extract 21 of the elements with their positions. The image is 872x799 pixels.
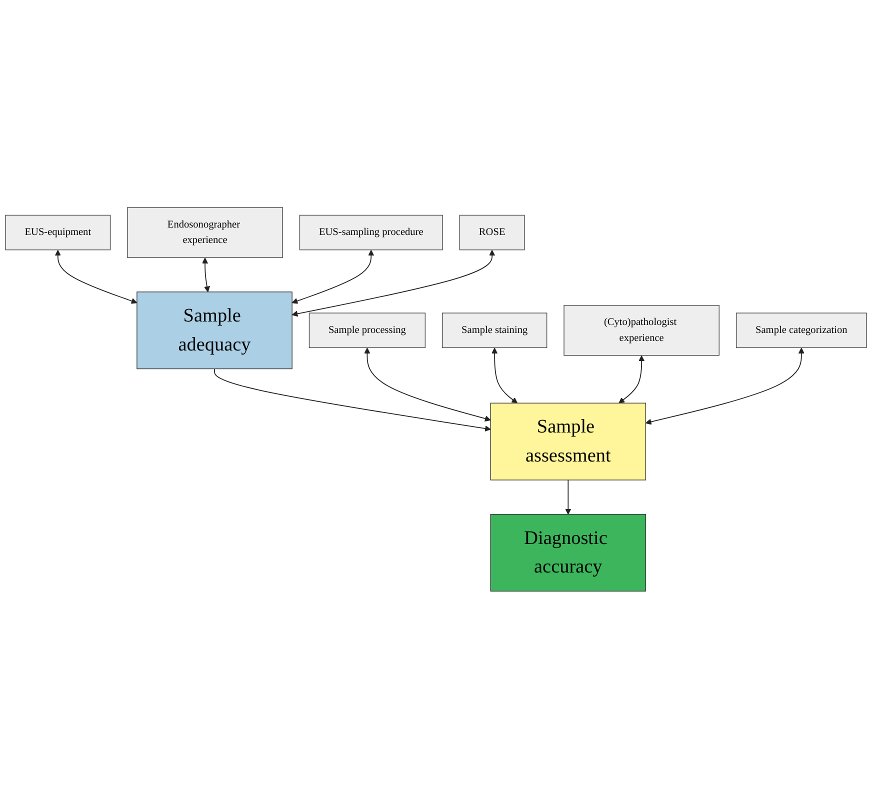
node-box: Sample adequacy xyxy=(136,292,292,370)
node-box: Diagnostic accuracy xyxy=(490,514,646,592)
arrow xyxy=(54,250,138,304)
arrow xyxy=(364,348,491,422)
node-box: Sample processing xyxy=(308,312,426,348)
node-box: ROSE xyxy=(459,215,525,250)
arrow xyxy=(202,258,210,292)
arrow xyxy=(618,356,645,404)
node-box: Endosonographer experience xyxy=(127,207,283,258)
arrow xyxy=(292,250,374,304)
arrow xyxy=(492,348,518,404)
arrow xyxy=(645,348,804,425)
node-box: Sample staining xyxy=(442,312,548,348)
arrow xyxy=(214,368,491,432)
arrow xyxy=(292,250,496,317)
node-box: Sample categorization xyxy=(736,312,867,348)
node-box: EUS-sampling procedure xyxy=(299,215,443,250)
node-box: Sample assessment xyxy=(490,402,646,480)
node-box: EUS-equipment xyxy=(5,215,111,250)
arrow xyxy=(565,480,572,515)
node-box: (Cyto)pathologist experience xyxy=(564,305,720,356)
